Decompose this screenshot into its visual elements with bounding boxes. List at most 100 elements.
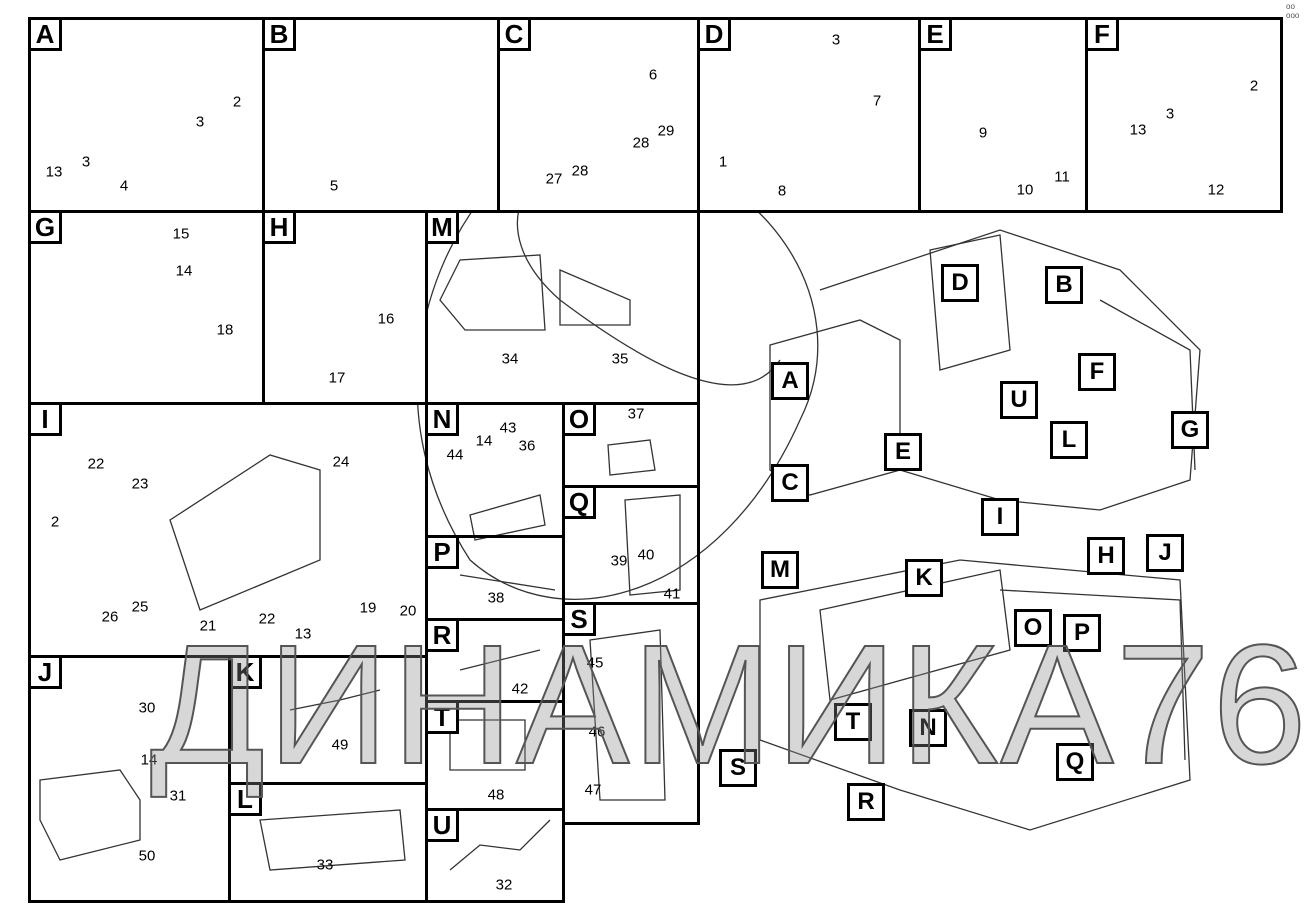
part-number: 15 bbox=[172, 225, 190, 243]
part-number: 28 bbox=[632, 134, 650, 152]
part-number: 46 bbox=[588, 723, 606, 741]
part-number: 33 bbox=[316, 856, 334, 874]
callout-k: K bbox=[905, 559, 943, 597]
part-number: 41 bbox=[663, 585, 681, 603]
panel-letter: S bbox=[562, 602, 596, 636]
part-number: 23 bbox=[131, 475, 149, 493]
callout-m: M bbox=[761, 551, 799, 589]
callout-q: Q bbox=[1056, 743, 1094, 781]
panel-e: E bbox=[918, 17, 1088, 213]
part-number: 28 bbox=[571, 162, 589, 180]
panel-letter: H bbox=[262, 210, 296, 244]
part-number: 42 bbox=[511, 680, 529, 698]
part-number: 50 bbox=[138, 847, 156, 865]
panel-i: I bbox=[28, 402, 428, 658]
part-number: 7 bbox=[872, 92, 882, 110]
callout-t: T bbox=[834, 703, 872, 741]
callout-g: G bbox=[1171, 411, 1209, 449]
callout-h: H bbox=[1087, 537, 1125, 575]
part-number: 4 bbox=[119, 177, 129, 195]
panel-m: M bbox=[425, 210, 700, 405]
callout-l: L bbox=[1050, 421, 1088, 459]
part-number: 44 bbox=[446, 446, 464, 464]
panel-letter: D bbox=[697, 17, 731, 51]
part-number: 18 bbox=[216, 321, 234, 339]
part-number: 10 bbox=[1016, 181, 1034, 199]
part-number: 13 bbox=[45, 163, 63, 181]
callout-j: J bbox=[1146, 534, 1184, 572]
panel-a: A bbox=[28, 17, 265, 213]
part-number: 5 bbox=[329, 177, 339, 195]
part-number: 14 bbox=[475, 432, 493, 450]
part-number: 34 bbox=[501, 350, 519, 368]
part-number: 12 bbox=[1207, 181, 1225, 199]
part-number: 9 bbox=[978, 124, 988, 142]
part-number: 37 bbox=[627, 405, 645, 423]
part-number: 38 bbox=[487, 589, 505, 607]
part-number: 6 bbox=[648, 66, 658, 84]
panel-j: J bbox=[28, 655, 231, 903]
part-number: 19 bbox=[359, 599, 377, 617]
panel-letter: C bbox=[497, 17, 531, 51]
part-number: 1 bbox=[718, 153, 728, 171]
callout-d: D bbox=[941, 264, 979, 302]
part-number: 11 bbox=[1054, 168, 1070, 186]
callout-b: B bbox=[1045, 266, 1083, 304]
part-number: 25 bbox=[131, 598, 149, 616]
callout-c: C bbox=[771, 464, 809, 502]
panel-letter: P bbox=[425, 535, 459, 569]
part-number: 29 bbox=[657, 122, 675, 140]
part-number: 2 bbox=[1249, 77, 1259, 95]
panel-p: P bbox=[425, 535, 565, 621]
panel-letter: O bbox=[562, 402, 596, 436]
panel-letter: J bbox=[28, 655, 62, 689]
corner-mark: oo ooo bbox=[1286, 2, 1300, 20]
panel-letter: I bbox=[28, 402, 62, 436]
panel-b: B bbox=[262, 17, 500, 213]
part-number: 3 bbox=[81, 153, 91, 171]
panel-l: L bbox=[228, 782, 428, 903]
part-number: 17 bbox=[328, 369, 346, 387]
part-number: 3 bbox=[831, 31, 841, 49]
part-number: 47 bbox=[584, 781, 602, 799]
part-number: 27 bbox=[545, 170, 563, 188]
panel-letter: B bbox=[262, 17, 296, 51]
panel-letter: K bbox=[228, 655, 262, 689]
panel-letter: G bbox=[28, 210, 62, 244]
panel-k: K bbox=[228, 655, 428, 785]
panel-g: G bbox=[28, 210, 265, 405]
panel-letter: M bbox=[425, 210, 459, 244]
callout-a: A bbox=[771, 362, 809, 400]
panel-s: S bbox=[562, 602, 700, 825]
part-number: 3 bbox=[195, 113, 205, 131]
part-number: 8 bbox=[777, 182, 787, 200]
part-number: 49 bbox=[331, 736, 349, 754]
part-number: 26 bbox=[101, 608, 119, 626]
callout-e: E bbox=[884, 433, 922, 471]
part-number: 16 bbox=[377, 310, 395, 328]
panel-letter: F bbox=[1085, 17, 1119, 51]
part-number: 14 bbox=[175, 262, 193, 280]
panel-letter: L bbox=[228, 782, 262, 816]
panel-r: R bbox=[425, 618, 565, 703]
part-number: 24 bbox=[332, 453, 350, 471]
part-number: 13 bbox=[1129, 121, 1147, 139]
callout-r: R bbox=[847, 783, 885, 821]
callout-f: F bbox=[1078, 353, 1116, 391]
part-number: 22 bbox=[87, 455, 105, 473]
part-number: 2 bbox=[232, 93, 242, 111]
callout-o: O bbox=[1014, 609, 1052, 647]
callout-i: I bbox=[981, 498, 1019, 536]
part-number: 32 bbox=[495, 876, 513, 894]
panel-c: C bbox=[497, 17, 700, 213]
part-number: 45 bbox=[586, 654, 604, 672]
panel-letter: R bbox=[425, 618, 459, 652]
part-number: 20 bbox=[399, 602, 417, 620]
callout-s: S bbox=[719, 749, 757, 787]
panel-letter: U bbox=[425, 808, 459, 842]
part-number: 43 bbox=[499, 419, 517, 437]
part-number: 40 bbox=[637, 546, 655, 564]
part-number: 22 bbox=[258, 610, 276, 628]
callout-p: P bbox=[1063, 614, 1101, 652]
part-number: 36 bbox=[518, 437, 536, 455]
